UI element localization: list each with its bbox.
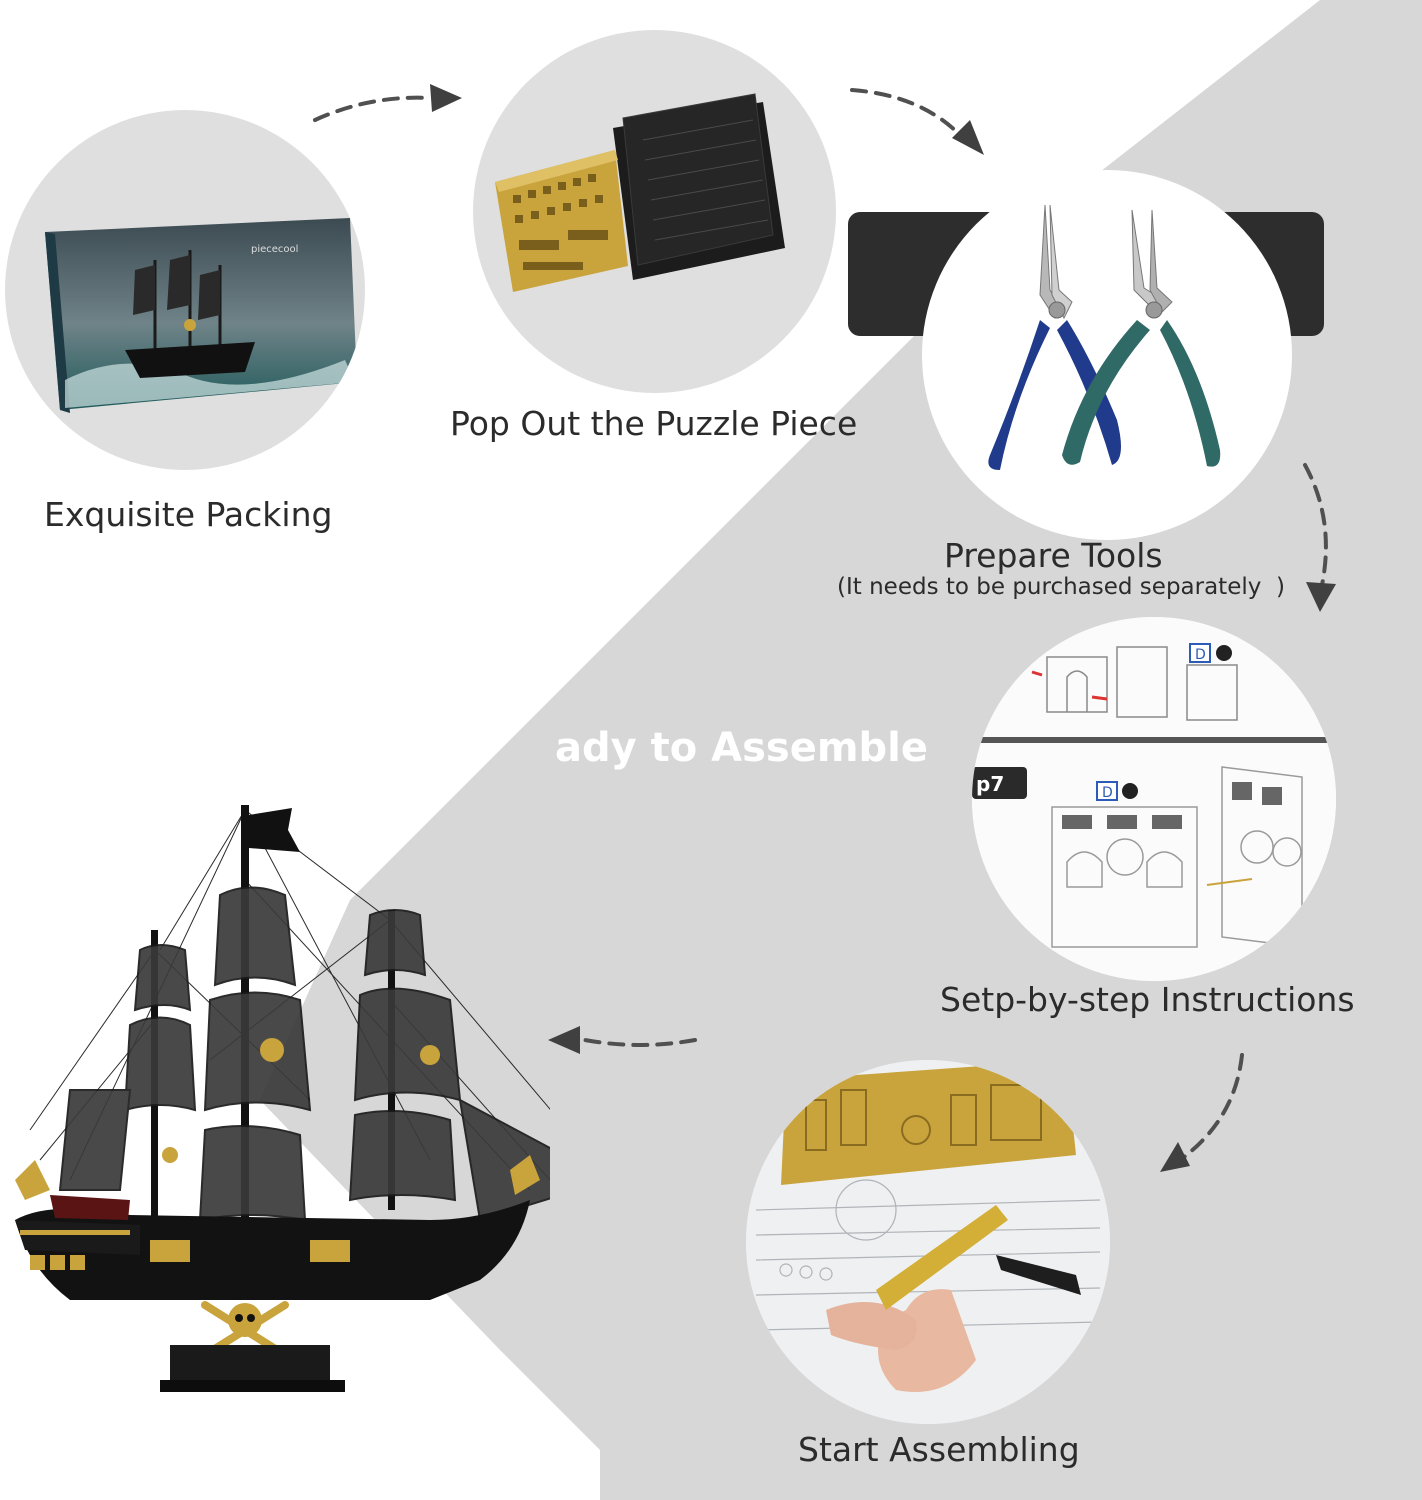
assembling-circle [746, 1060, 1110, 1424]
instruction-step-number: p7 [976, 772, 1004, 796]
arrow-head-3 [1306, 582, 1336, 612]
instructions-label: Setp-by-step Instructions [940, 980, 1355, 1019]
packing-label: Exquisite Packing [44, 495, 333, 534]
arrow-head-5 [548, 1026, 580, 1054]
tools-circle [922, 170, 1292, 540]
ready-to-assemble-watermark: ady to Assemble [555, 725, 929, 771]
tools-label: Prepare Tools [944, 536, 1163, 575]
puzzle-sheets-image [495, 93, 785, 292]
arrow-head-2 [952, 120, 984, 155]
instruction-sheet-image: D p7 D [972, 617, 1336, 981]
tag-d1: D [1195, 647, 1206, 663]
tag-d2: D [1102, 785, 1113, 801]
instructions-circle: D p7 D [972, 617, 1336, 981]
assembling-hands-image [746, 1060, 1110, 1424]
popout-label: Pop Out the Puzzle Piece [450, 404, 858, 443]
popout-circle [473, 30, 836, 393]
tools-note: (It needs to be purchased separately ) [837, 574, 1285, 600]
arrow-head-4 [1160, 1142, 1190, 1172]
pliers-image [988, 204, 1221, 470]
product-box-image: piececool [45, 218, 357, 413]
box-brand-text: piececool [251, 244, 298, 255]
assembling-label: Start Assembling [798, 1430, 1080, 1469]
pirate-ship-model [15, 805, 550, 1392]
packing-circle: piececool [5, 110, 365, 470]
arrow-head-1 [430, 84, 462, 112]
